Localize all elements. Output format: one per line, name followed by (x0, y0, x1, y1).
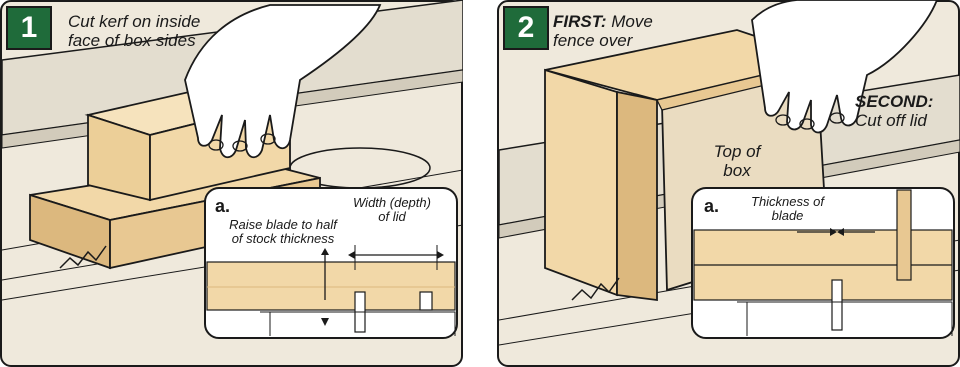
lid-width-label: Width (depth) of lid (353, 195, 431, 224)
blade-thickness-label: Thickness of blade (751, 194, 824, 223)
first-text: Move fence over (553, 12, 653, 50)
step-number-badge: 2 (503, 6, 549, 50)
step-caption: Cut kerf on inside face of box sides (68, 12, 201, 50)
step-2-panel: 2 FIRST: Move fence over SECOND: Cut off… (497, 0, 960, 367)
second-text: Cut off lid (855, 111, 927, 130)
step-2-illustration (497, 0, 960, 367)
top-of-box-label: Top of box (713, 142, 761, 180)
first-label: FIRST: (553, 12, 607, 31)
inset-letter: a. (704, 196, 720, 216)
inset-letter: a. (215, 196, 231, 216)
step-1-panel: 1 Cut kerf on inside face of box sides a… (0, 0, 463, 367)
second-caption: SECOND: Cut off lid (855, 92, 955, 130)
raise-blade-label: Raise blade to half of stock thickness (229, 217, 337, 246)
step-1-illustration (0, 0, 463, 367)
second-label: SECOND: (855, 92, 934, 111)
step-number-badge: 1 (6, 6, 52, 50)
first-caption: FIRST: Move fence over (553, 12, 683, 50)
